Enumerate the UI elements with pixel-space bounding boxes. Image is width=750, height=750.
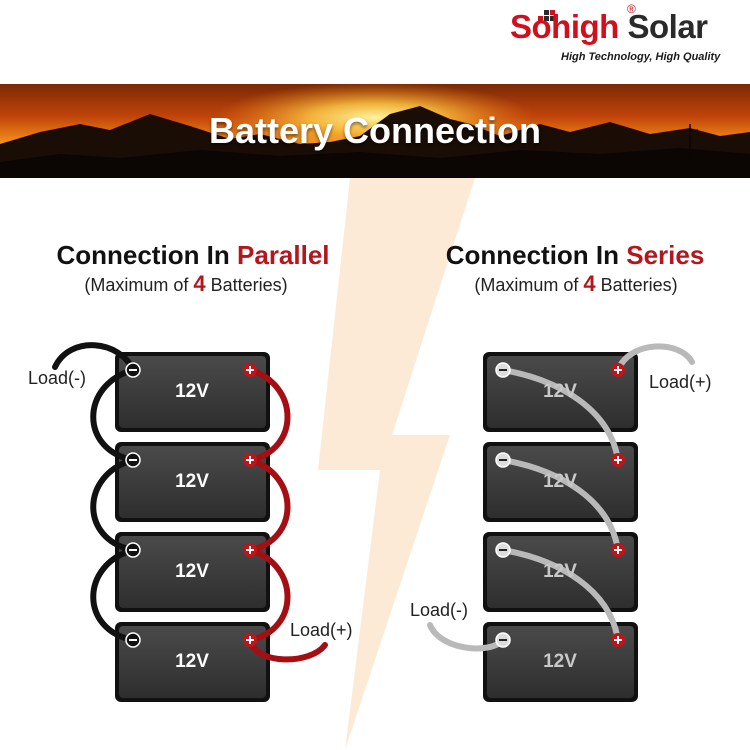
- negative-terminal-icon: [495, 362, 511, 648]
- positive-terminal-icon: [243, 363, 257, 647]
- series-subtitle: (Maximum of 4 Batteries): [420, 271, 732, 297]
- parallel-sub-number: 4: [193, 271, 206, 296]
- registered-mark: ®: [627, 2, 636, 16]
- parallel-positive-wire: [247, 367, 328, 663]
- parallel-title-prefix: Connection In: [56, 240, 238, 270]
- parallel-title-accent: Parallel: [237, 240, 330, 270]
- brand-name[interactable]: Sohigh Solar: [510, 8, 708, 46]
- series-battery: [483, 622, 638, 702]
- parallel-battery: [115, 622, 270, 702]
- series-sub-prefix: (Maximum of: [474, 275, 584, 295]
- series-battery-voltage: 12V: [543, 381, 577, 402]
- brand-tagline: High Technology, High Quality: [561, 51, 721, 63]
- sunset-mountains-image: [0, 84, 750, 178]
- brand-name-part2: Solar: [627, 8, 708, 45]
- series-title: Connection In Series: [420, 240, 730, 271]
- parallel-negative-wire: [52, 342, 136, 643]
- series-sub-number: 4: [583, 271, 596, 296]
- parallel-battery: [115, 352, 270, 432]
- logo-icon: [538, 10, 555, 21]
- series-load-positive-label: Load(+): [649, 372, 712, 392]
- series-battery-voltage: 12V: [543, 561, 577, 582]
- header: Sohigh Solar ® High Technology, High Qua…: [0, 0, 750, 84]
- parallel-subtitle: (Maximum of 4 Batteries): [0, 271, 372, 297]
- parallel-load-negative-label: Load(-): [28, 368, 87, 388]
- parallel-battery-voltage: 12V: [175, 471, 209, 492]
- parallel-sub-suffix: Batteries): [205, 275, 288, 295]
- banner: [0, 84, 750, 178]
- parallel-title: Connection In Parallel: [0, 240, 386, 271]
- parallel-load-positive-label: Load(+): [290, 620, 353, 640]
- series-title-accent: Series: [626, 240, 705, 270]
- parallel-battery-voltage: 12V: [175, 651, 209, 672]
- negative-terminal-icon: [125, 362, 141, 648]
- brand-name-part1: Sohigh: [510, 8, 619, 45]
- parallel-battery-voltage: 12V: [175, 381, 209, 402]
- series-load-negative-label: Load(-): [410, 600, 469, 620]
- series-wire: [427, 343, 695, 652]
- series-sub-suffix: Batteries): [595, 275, 678, 295]
- parallel-battery: [115, 532, 270, 612]
- series-title-prefix: Connection In: [445, 240, 627, 270]
- positive-terminal-icon: [611, 363, 625, 647]
- banner-title: Battery Connection: [208, 110, 542, 151]
- parallel-battery: [115, 442, 270, 522]
- series-battery-voltage: 12V: [543, 651, 577, 672]
- series-battery-voltage: 12V: [543, 471, 577, 492]
- parallel-sub-prefix: (Maximum of: [84, 275, 194, 295]
- parallel-battery-voltage: 12V: [175, 561, 209, 582]
